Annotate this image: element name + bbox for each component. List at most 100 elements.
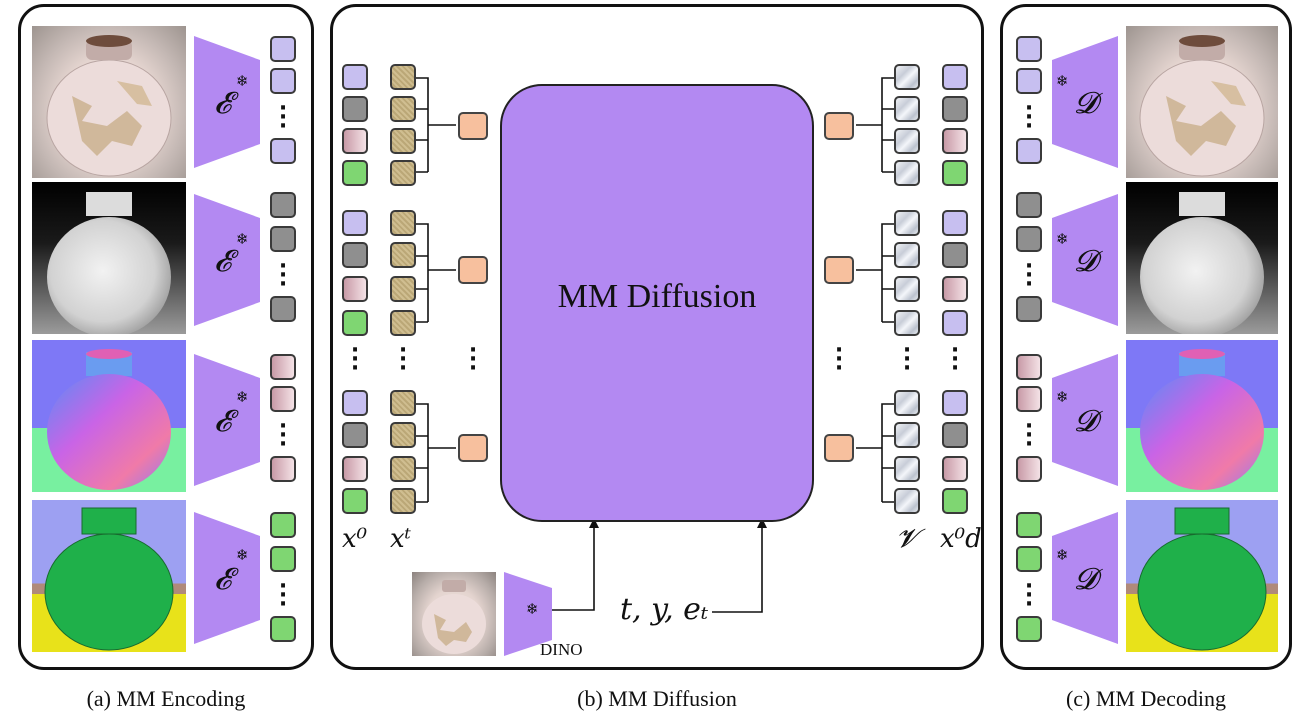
encoder-symbol-1: 𝓔 — [214, 86, 232, 121]
token — [1016, 138, 1042, 164]
token — [942, 310, 968, 336]
encoder-symbol-4: 𝓔 — [214, 562, 232, 597]
token — [1016, 512, 1042, 538]
token — [270, 512, 296, 538]
token — [942, 242, 968, 268]
ellipsis-icon: ··· — [278, 574, 288, 617]
vase-rgb-image — [32, 26, 186, 178]
vase-shaded-art — [47, 192, 171, 334]
vase-shaded-image — [32, 182, 186, 334]
token — [270, 354, 296, 380]
token — [1016, 546, 1042, 572]
token — [342, 210, 368, 236]
token — [342, 128, 368, 154]
encoder-trapezoid-2 — [194, 194, 260, 326]
dino-label: DINO — [540, 640, 583, 659]
snowflake-icon: ❄ — [236, 388, 249, 406]
token — [270, 138, 296, 164]
noise-token — [390, 128, 416, 154]
noise-token — [390, 488, 416, 514]
patch-token — [458, 434, 488, 462]
patch-token — [458, 256, 488, 284]
token — [1016, 36, 1042, 62]
snowflake-icon: ❄ — [236, 230, 249, 248]
velocity-token — [894, 276, 920, 302]
decoder-trapezoid-4 — [1052, 512, 1118, 644]
encoder-trapezoid-3 — [194, 354, 260, 486]
dino-input-image — [412, 572, 496, 656]
mm-diffusion-label: MM Diffusion — [557, 278, 757, 315]
token — [342, 242, 368, 268]
snowflake-icon: ❄ — [236, 546, 249, 564]
encoder-symbol-2: 𝓔 — [214, 244, 232, 279]
noise-token — [390, 242, 416, 268]
velocity-token — [894, 160, 920, 186]
vase-segmentation-image — [32, 500, 186, 652]
token — [942, 488, 968, 514]
token — [270, 456, 296, 482]
noise-token — [390, 210, 416, 236]
vase-segmentation-art — [44, 507, 174, 651]
decoded-shaded-image — [1126, 182, 1278, 334]
token — [270, 36, 296, 62]
ellipsis-icon: ··· — [398, 338, 408, 381]
conditions-label: t, y, eₜ — [620, 592, 709, 627]
ellipsis-icon: ··· — [834, 338, 844, 381]
token — [1016, 386, 1042, 412]
token — [942, 128, 968, 154]
token — [1016, 296, 1042, 322]
encoder-symbol-3: 𝓔 — [214, 404, 232, 439]
ellipsis-icon: ··· — [902, 338, 912, 381]
token — [342, 390, 368, 416]
dino-encoder-trapezoid — [504, 572, 552, 656]
decoder-trapezoid-2 — [1052, 194, 1118, 326]
velocity-token — [894, 310, 920, 336]
noise-token — [390, 456, 416, 482]
velocity-token — [894, 488, 920, 514]
token — [342, 488, 368, 514]
token — [942, 160, 968, 186]
ellipsis-icon: ··· — [468, 338, 478, 381]
ellipsis-icon: ··· — [278, 254, 288, 297]
token — [270, 192, 296, 218]
token — [942, 422, 968, 448]
encoder-trapezoid-4 — [194, 512, 260, 644]
token — [342, 310, 368, 336]
token — [342, 160, 368, 186]
noise-token — [390, 64, 416, 90]
decoded-normal-image — [1126, 340, 1278, 492]
decoder-trapezoid-3 — [1052, 354, 1118, 486]
snowflake-icon: ❄ — [1056, 230, 1069, 248]
velocity-token — [894, 64, 920, 90]
token — [342, 422, 368, 448]
xd0-label: x⁰d — [940, 524, 982, 554]
ellipsis-icon: ··· — [278, 414, 288, 457]
decoded-segmentation-image — [1126, 500, 1278, 652]
decoded-shaded-art — [1140, 192, 1264, 334]
token — [1016, 226, 1042, 252]
xt-label: xᵗ — [390, 524, 412, 554]
ellipsis-icon: ··· — [1024, 254, 1034, 297]
velocity-token — [894, 242, 920, 268]
connector-lines — [416, 77, 894, 613]
velocity-token — [894, 390, 920, 416]
v-label: 𝓥 — [896, 524, 918, 554]
diffusion-caption: (b) MM Diffusion — [577, 686, 737, 711]
token — [942, 456, 968, 482]
snowflake-icon: ❄ — [236, 72, 249, 90]
ellipsis-icon: ··· — [950, 338, 960, 381]
velocity-token — [894, 456, 920, 482]
ellipsis-icon: ··· — [1024, 96, 1034, 139]
decoding-caption: (c) MM Decoding — [1065, 686, 1227, 711]
token — [270, 616, 296, 642]
token — [1016, 192, 1042, 218]
decoder-symbol-1: 𝓓 — [1074, 86, 1098, 121]
ellipsis-icon: ··· — [350, 338, 360, 381]
patch-token — [824, 112, 854, 140]
snowflake-icon: ❄ — [526, 600, 539, 618]
snowflake-icon: ❄ — [1056, 72, 1069, 90]
token — [270, 226, 296, 252]
decoded-normal-art — [1140, 349, 1264, 490]
velocity-token — [894, 128, 920, 154]
patch-token — [458, 112, 488, 140]
